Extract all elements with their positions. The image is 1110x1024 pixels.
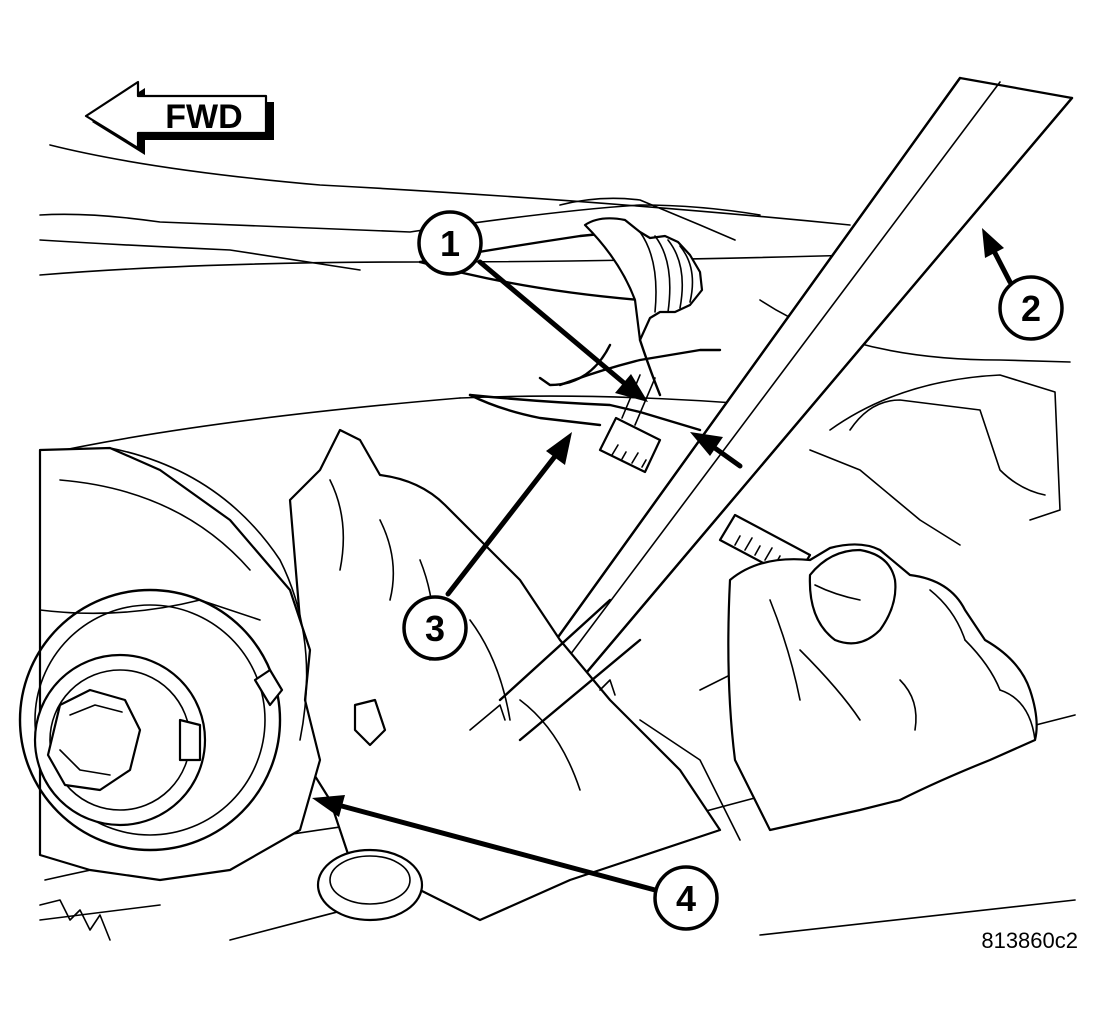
- callout-1-dimension-arrowhead: [690, 432, 723, 456]
- forward-direction-arrow: FWD: [84, 80, 274, 155]
- control-arm-bushing: [18, 446, 387, 882]
- callout-2-arrowhead: [982, 228, 1004, 258]
- callout-4-leader: [335, 802, 658, 893]
- callout-4-arrowhead: [312, 795, 345, 817]
- callout-3-arrowhead: [546, 432, 572, 465]
- leader-arrows: [312, 228, 1013, 893]
- callout-3-leader: [445, 452, 559, 597]
- callout-2-leader: [992, 250, 1013, 285]
- callout-1-number: 1: [440, 223, 460, 264]
- technician-hand: [727, 543, 1038, 832]
- callout-1: 1: [417, 210, 483, 276]
- callout-3: 3: [402, 595, 468, 661]
- figure-id: 813860c2: [981, 928, 1078, 953]
- straight-edge: [518, 76, 1074, 700]
- callout-1-leader: [477, 259, 627, 386]
- callout-2: 2: [998, 275, 1064, 341]
- fwd-label: FWD: [165, 98, 242, 136]
- callout-4-number: 4: [676, 878, 696, 919]
- callout-1-arrowhead: [615, 374, 648, 402]
- tie-rod-assembly: [418, 197, 736, 432]
- callout-2-number: 2: [1021, 288, 1041, 329]
- lower-fasteners: [39, 848, 424, 941]
- callout-3-number: 3: [425, 608, 445, 649]
- callout-1-dimension-arrow: [709, 443, 743, 469]
- callout-4: 4: [653, 865, 719, 931]
